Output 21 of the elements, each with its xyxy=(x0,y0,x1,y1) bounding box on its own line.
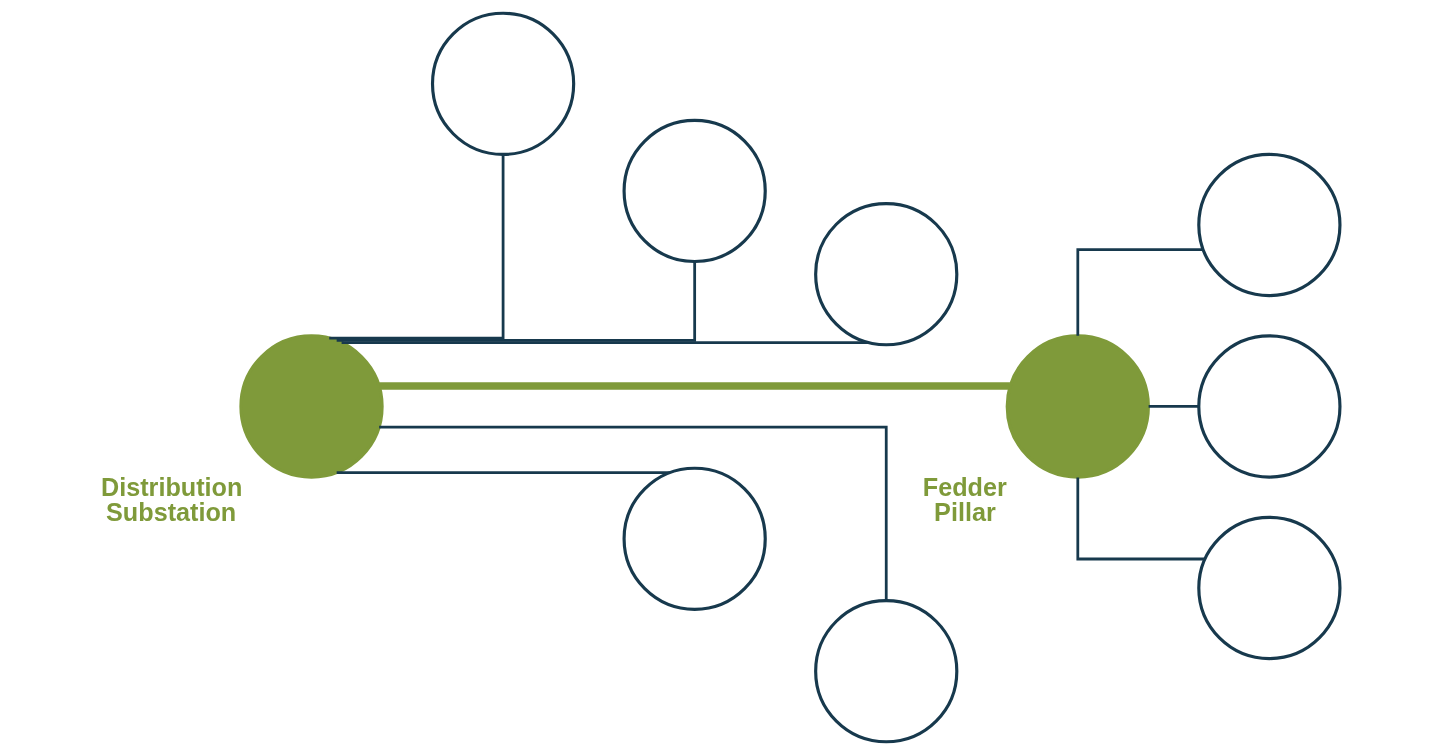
connector xyxy=(1076,248,1203,336)
node-circle xyxy=(1197,152,1342,298)
connector xyxy=(329,154,505,340)
connector xyxy=(336,261,697,342)
connector xyxy=(379,425,888,601)
node-label: Distribution Substation xyxy=(101,472,243,527)
node-label: Fedder Pillar xyxy=(922,472,1007,527)
node-circle xyxy=(622,118,767,264)
connector xyxy=(1148,405,1199,408)
node-circle xyxy=(814,202,959,347)
connector xyxy=(1076,477,1205,561)
connector xyxy=(336,471,670,475)
node-circle xyxy=(1197,515,1342,661)
node-circle xyxy=(239,334,384,479)
node-circle xyxy=(814,599,959,744)
node-circle xyxy=(622,466,767,611)
connector xyxy=(379,382,1010,390)
node-circle xyxy=(1005,334,1150,479)
node-circle xyxy=(430,11,576,156)
connector xyxy=(341,341,869,344)
node-circle xyxy=(1197,334,1342,479)
